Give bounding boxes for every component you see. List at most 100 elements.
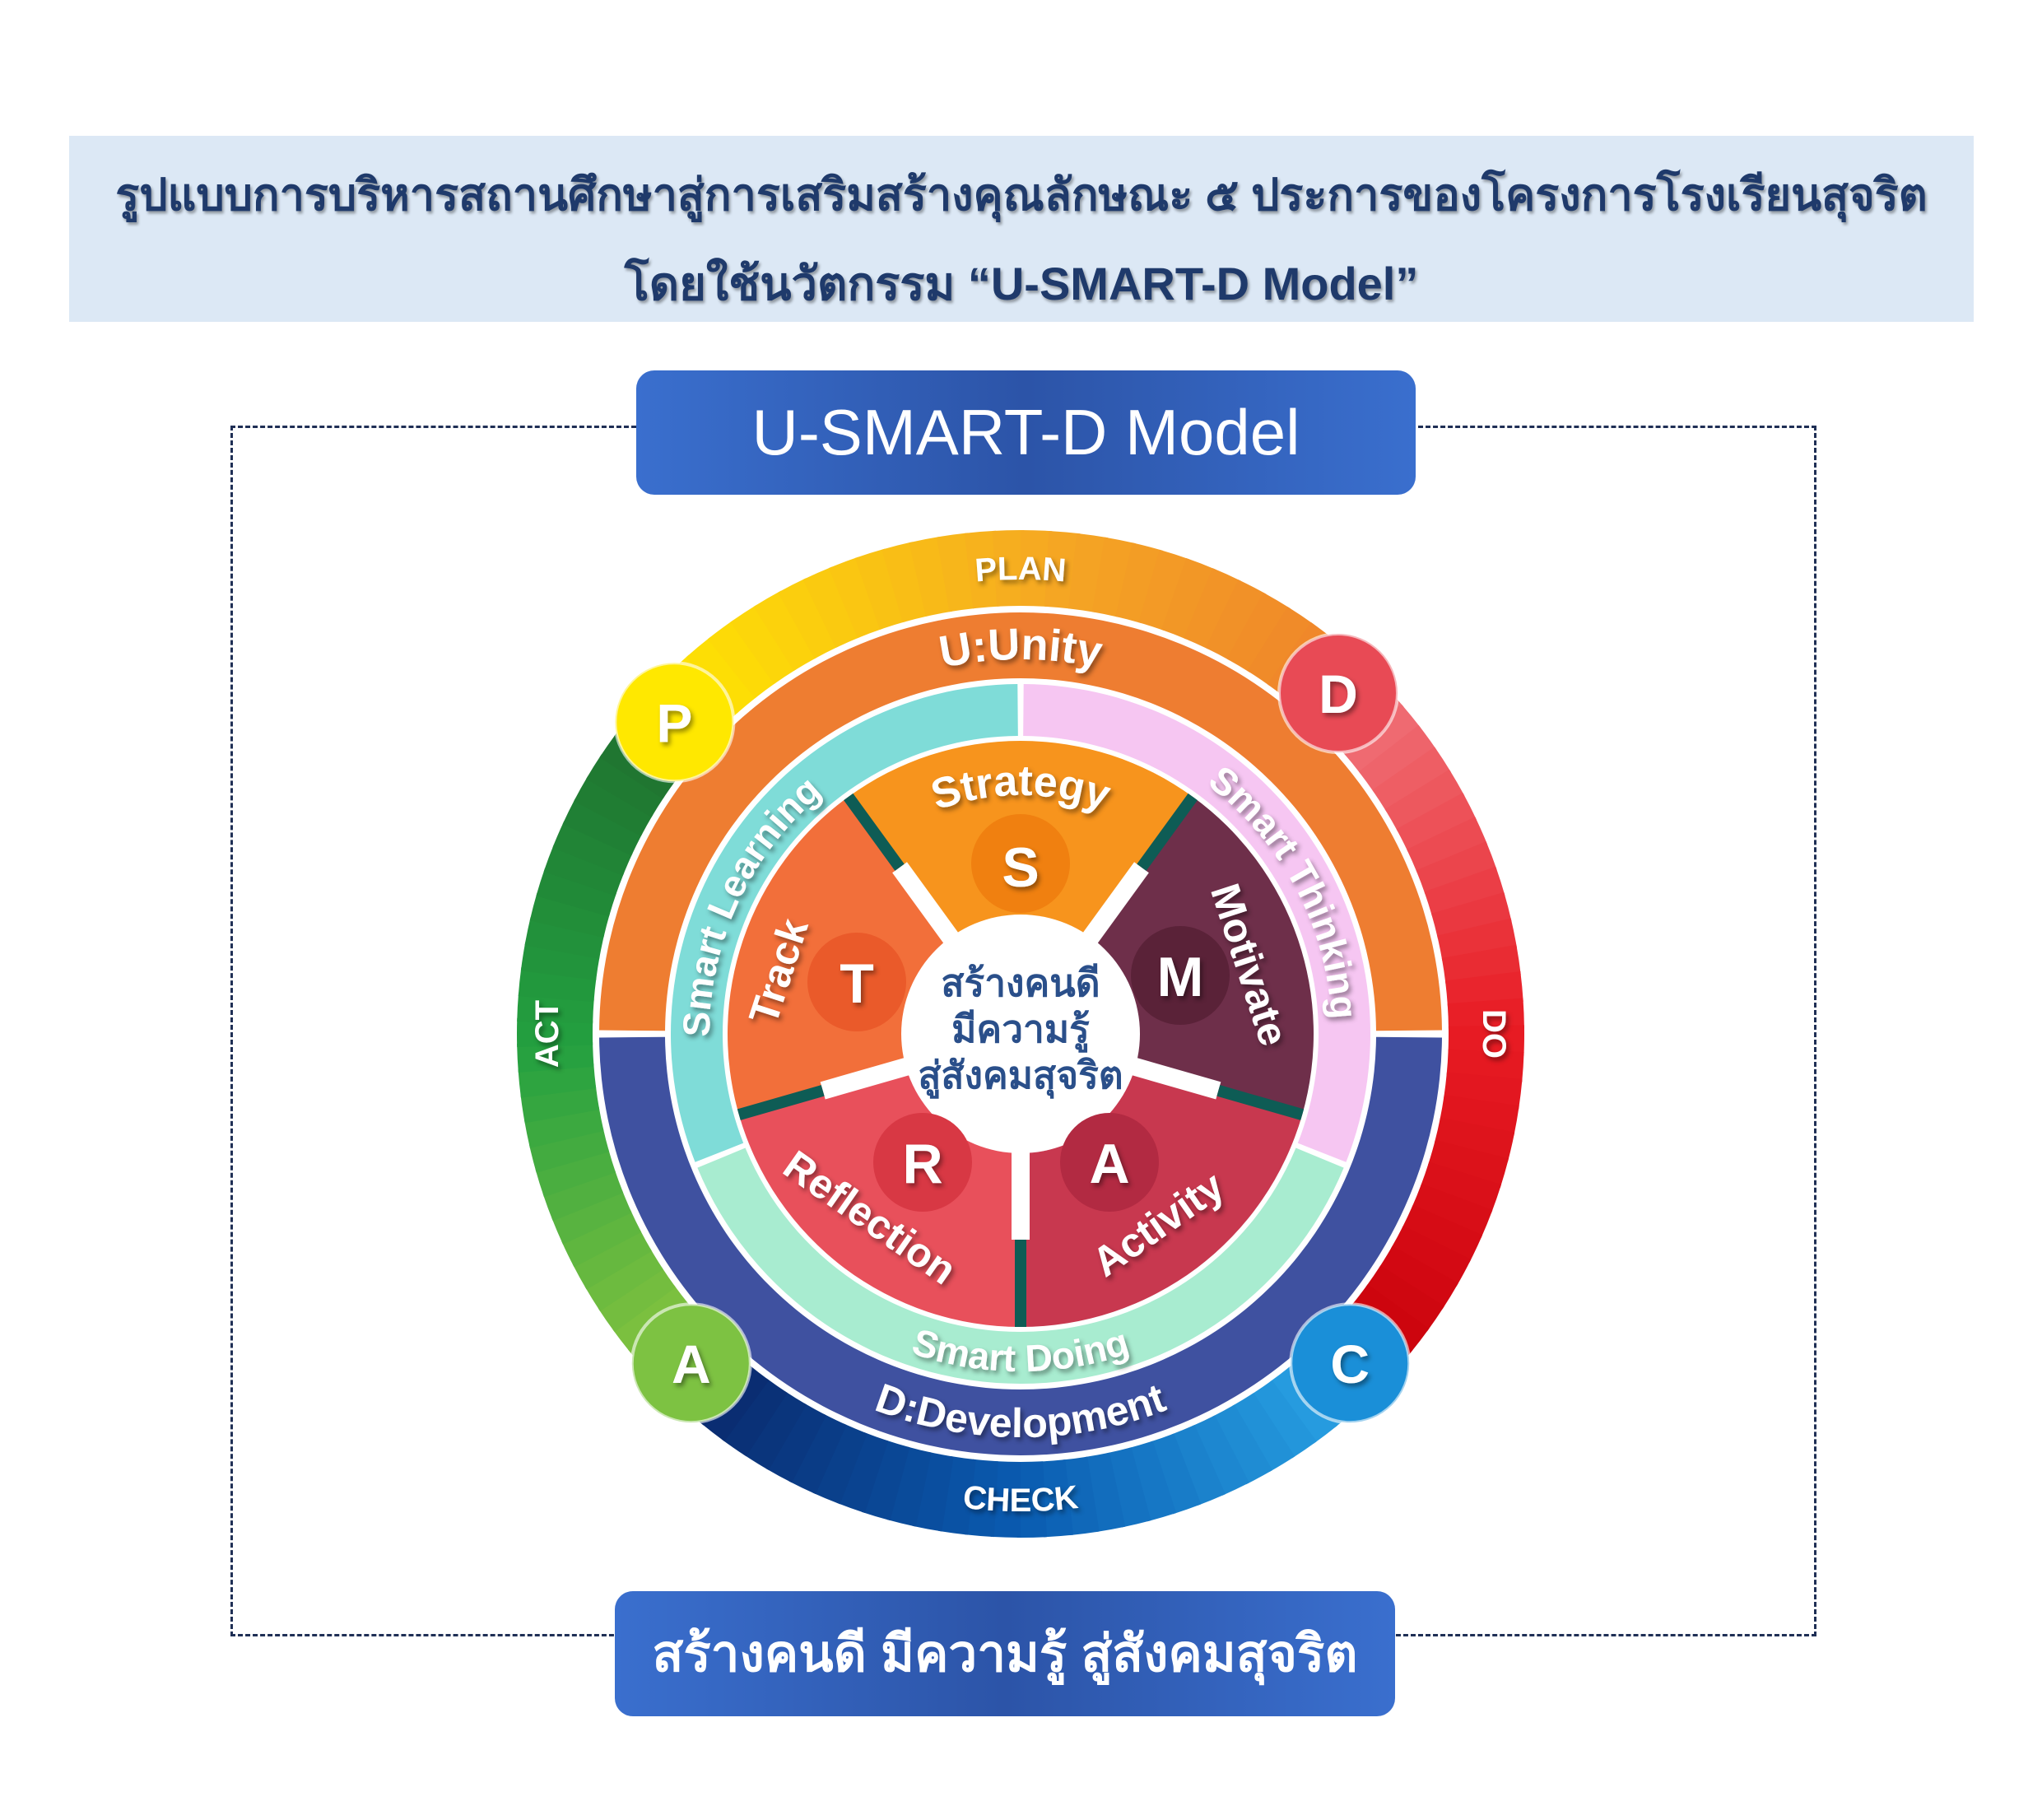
unity-ring-half [599,612,1442,1031]
pdca-ring-segment [1365,1265,1444,1332]
title-line-2: โดยใช้นวัตกรรม “U-SMART-D Model” [624,258,1419,310]
pdca-ring-segment [1384,769,1465,832]
smart-learning-band [670,684,1018,1162]
letter-disc-a [1060,1113,1159,1212]
unity-development-ring [599,612,1442,1455]
pdca-ring-segment [584,1248,663,1311]
pdca-ring-segment [1150,1433,1202,1515]
pdca-ring-segment [1115,542,1163,624]
pdca-ring-segment [1344,704,1421,775]
segment-letter-r: R [902,1133,942,1195]
pdca-ring-segment [1431,891,1512,939]
pdca-ring-segment [586,754,665,817]
pdca-ring-segment [1247,606,1314,687]
pdca-ring-segment [518,1064,597,1098]
letter-disc-m [1131,926,1230,1025]
pdca-circle-d [1277,632,1400,755]
pdca-ring-segment [1091,537,1136,617]
pdca-ring-segment [552,821,633,876]
pdca-ring-segment [1251,1380,1317,1459]
letter-disc-r [873,1113,972,1212]
pdca-circle-p [613,661,736,784]
pdca-ring-segment [1447,998,1524,1030]
pdca-ring-segment [1420,1161,1501,1213]
pdca-ring-segment [561,1209,642,1268]
divider-outer [844,793,905,871]
pdca-ring-segment [1184,568,1242,649]
pdca-ring-segment [1212,1404,1272,1485]
do-label: DO [1476,1009,1512,1059]
pdca-ring-segment [743,1391,807,1471]
smart-thinking-band [1023,684,1370,1162]
pdca-ring-segment [536,868,616,917]
letter-disc-t [807,933,906,1031]
pdca-ring-segment [1428,1139,1509,1189]
pdca-ring-segment [517,1041,594,1073]
segment-letter-m: M [1157,946,1204,1008]
pdca-ring-segment [1205,580,1267,661]
pdca-ring-segment [520,942,600,980]
pdca-ring-segment [551,1189,632,1245]
smart-ring [670,684,1370,1384]
divider-outer [1137,793,1198,871]
pdca-ring-segment [881,542,929,623]
pdca-ring-segment [990,1461,1021,1538]
pdca-ring-segment [1412,1183,1493,1239]
segment-letter-s: S [1002,836,1039,899]
pdca-ring-segment [1128,1441,1177,1522]
pdca-ring-segment [707,620,777,699]
pdca-ring-segment [765,1403,826,1483]
center-text-line-1: สร้างคนดี [941,961,1100,1005]
pdca-ring-segment [1358,724,1437,793]
pdca-ring-segment [543,844,625,896]
pdca-ring-segment [572,1229,652,1290]
segment-letter-t: T [840,952,874,1015]
center-circle [901,915,1140,1153]
pdca-ring-segment [1269,1366,1338,1444]
pdca-ring-segment [1231,1393,1295,1473]
pdca-ring-segment [1226,592,1291,673]
pdca-ring-segment [1016,1461,1048,1538]
pdca-ring-segment [964,530,1000,609]
pdca-ring-segment [854,548,906,630]
pdca-ring-segment [598,1267,676,1333]
center-text-line-2: มีความรู้ [951,1007,1090,1053]
segment-letter-a: A [1089,1133,1129,1195]
check-label: CHECK [961,1479,1080,1519]
pdca-ring-segment [828,556,883,639]
model-title: U-SMART-D Model [751,396,1300,468]
pdca-ring-segment [1440,1095,1519,1136]
pdca-ring-segment [1424,866,1505,917]
act-label: ACT [529,1000,565,1068]
pdca-ring-segment [1407,817,1488,873]
pdca-ring-segment [1192,1415,1249,1496]
pdca-ring-segment [1040,1459,1073,1538]
title-banner: รูปแบบการบริหารสถานศึกษาสู่การเสริมสร้าง… [69,136,1974,322]
smart-doing-band [697,1147,1344,1384]
pdca-ring-segment [836,1432,889,1514]
pdca-ring-segment [1161,558,1216,640]
slogan-badge: สร้างคนดี มีความรู้ สู่สังคมสุจริต [615,1591,1395,1716]
pdca-ring-segment [1402,1204,1483,1263]
segment-dividers [737,793,1305,1327]
pdca-ring-segment [1062,1456,1100,1536]
pdca-ring-segment [1106,1447,1151,1528]
development-ring-half [599,1036,1442,1455]
divider-outer [737,1085,825,1120]
pdca-letter-c: C [1330,1334,1370,1394]
pdca-ring-segment [788,1413,847,1495]
pdca-ring-segment [1396,793,1477,853]
pdca-ring-segment [778,578,839,659]
pdca-ring-segment [721,1378,788,1457]
letter-disc-s [971,814,1070,913]
pdca-ring-segment [1021,530,1053,607]
pdca-ring-segment [562,798,643,856]
model-title-badge: U-SMART-D Model [636,370,1416,495]
pdca-ring-segment [686,636,757,715]
pdca-ring-segment [992,530,1025,607]
pdca-ring-segment [730,604,797,685]
pdca-letter-d: D [1319,663,1358,724]
pdca-ring-segment [1391,1225,1472,1287]
pdca-ring-segment [753,590,817,672]
